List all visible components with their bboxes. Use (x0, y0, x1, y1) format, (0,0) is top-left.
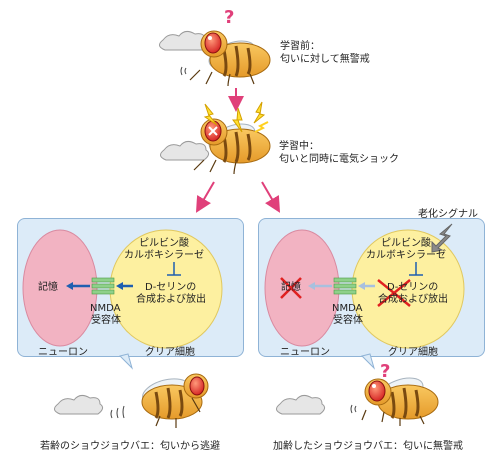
aged-receptor-line2: 受容体 (333, 315, 363, 326)
young-enzyme-line1: ピルビン酸 (139, 238, 189, 249)
young-receptor-line2: 受容体 (91, 315, 121, 326)
aged-enzyme-line1: ピルビン酸 (381, 238, 431, 249)
step-during-line1: 学習中： (279, 141, 319, 152)
aged-enzyme-line2: カルボキシラーゼ (366, 250, 446, 261)
glia-cell (351, 229, 465, 349)
fly-aged (276, 377, 439, 426)
question-mark-aged: ? (380, 361, 391, 382)
young-enzyme-line2: カルボキシラーゼ (124, 250, 204, 261)
aged-cells (264, 223, 465, 370)
aged-fly-caption: 加齢したショウジョウバエ：匂いに無警戒 (273, 441, 463, 452)
aging-signal-icon (431, 223, 453, 253)
odor-cloud-icon (159, 30, 209, 51)
young-release-line2: 合成および放出 (136, 294, 206, 305)
memory-blocked-cross (280, 277, 302, 299)
glia-cell (109, 229, 223, 349)
lightning-icon (253, 101, 266, 124)
nmda-receptor-icon (91, 277, 115, 283)
neuron-cell (22, 229, 98, 347)
young-release-line1: D-セリンの (145, 282, 197, 293)
lightning-icon (232, 107, 243, 133)
lightning-icon (254, 121, 269, 133)
lightning-icon (203, 103, 218, 126)
aging-signal-label: 老化シグナル (418, 209, 478, 220)
young-fly-caption: 若齢のショウジョウバエ：匂いから逃避 (40, 441, 220, 452)
neuron-cell (264, 229, 340, 347)
odor-cloud-icon (276, 394, 326, 415)
young-cells (22, 229, 223, 370)
fly-before (159, 30, 271, 87)
odor-cloud-icon (54, 394, 104, 415)
young-receptor-line1: NMDA (90, 303, 121, 314)
aged-neuron-label: ニューロン (280, 347, 330, 358)
step-during-line2: 匂いと同時に電気ショック (279, 154, 399, 165)
aged-memory-label: 記憶 (281, 282, 301, 293)
release-blocked-cross (377, 279, 411, 307)
young-memory-label: 記憶 (38, 282, 58, 293)
aged-release-line2: 合成および放出 (378, 294, 448, 305)
step-before-line1: 学習前： (280, 41, 320, 52)
fly-young (54, 373, 209, 428)
nmda-receptor-icon (333, 277, 357, 283)
young-glia-label: グリア細胞 (145, 347, 195, 358)
aged-receptor-line1: NMDA (332, 303, 363, 314)
step-before-line2: 匂いに対して無警戒 (280, 54, 370, 65)
aged-release-line1: D-セリンの (387, 282, 439, 293)
arrow-to-aged (261, 181, 281, 213)
arrow-to-young (195, 181, 215, 213)
aged-glia-label: グリア細胞 (388, 347, 438, 358)
question-mark-top: ? (224, 7, 235, 28)
young-neuron-label: ニューロン (38, 347, 88, 358)
fly-during (160, 101, 271, 175)
odor-cloud-icon (160, 140, 210, 161)
